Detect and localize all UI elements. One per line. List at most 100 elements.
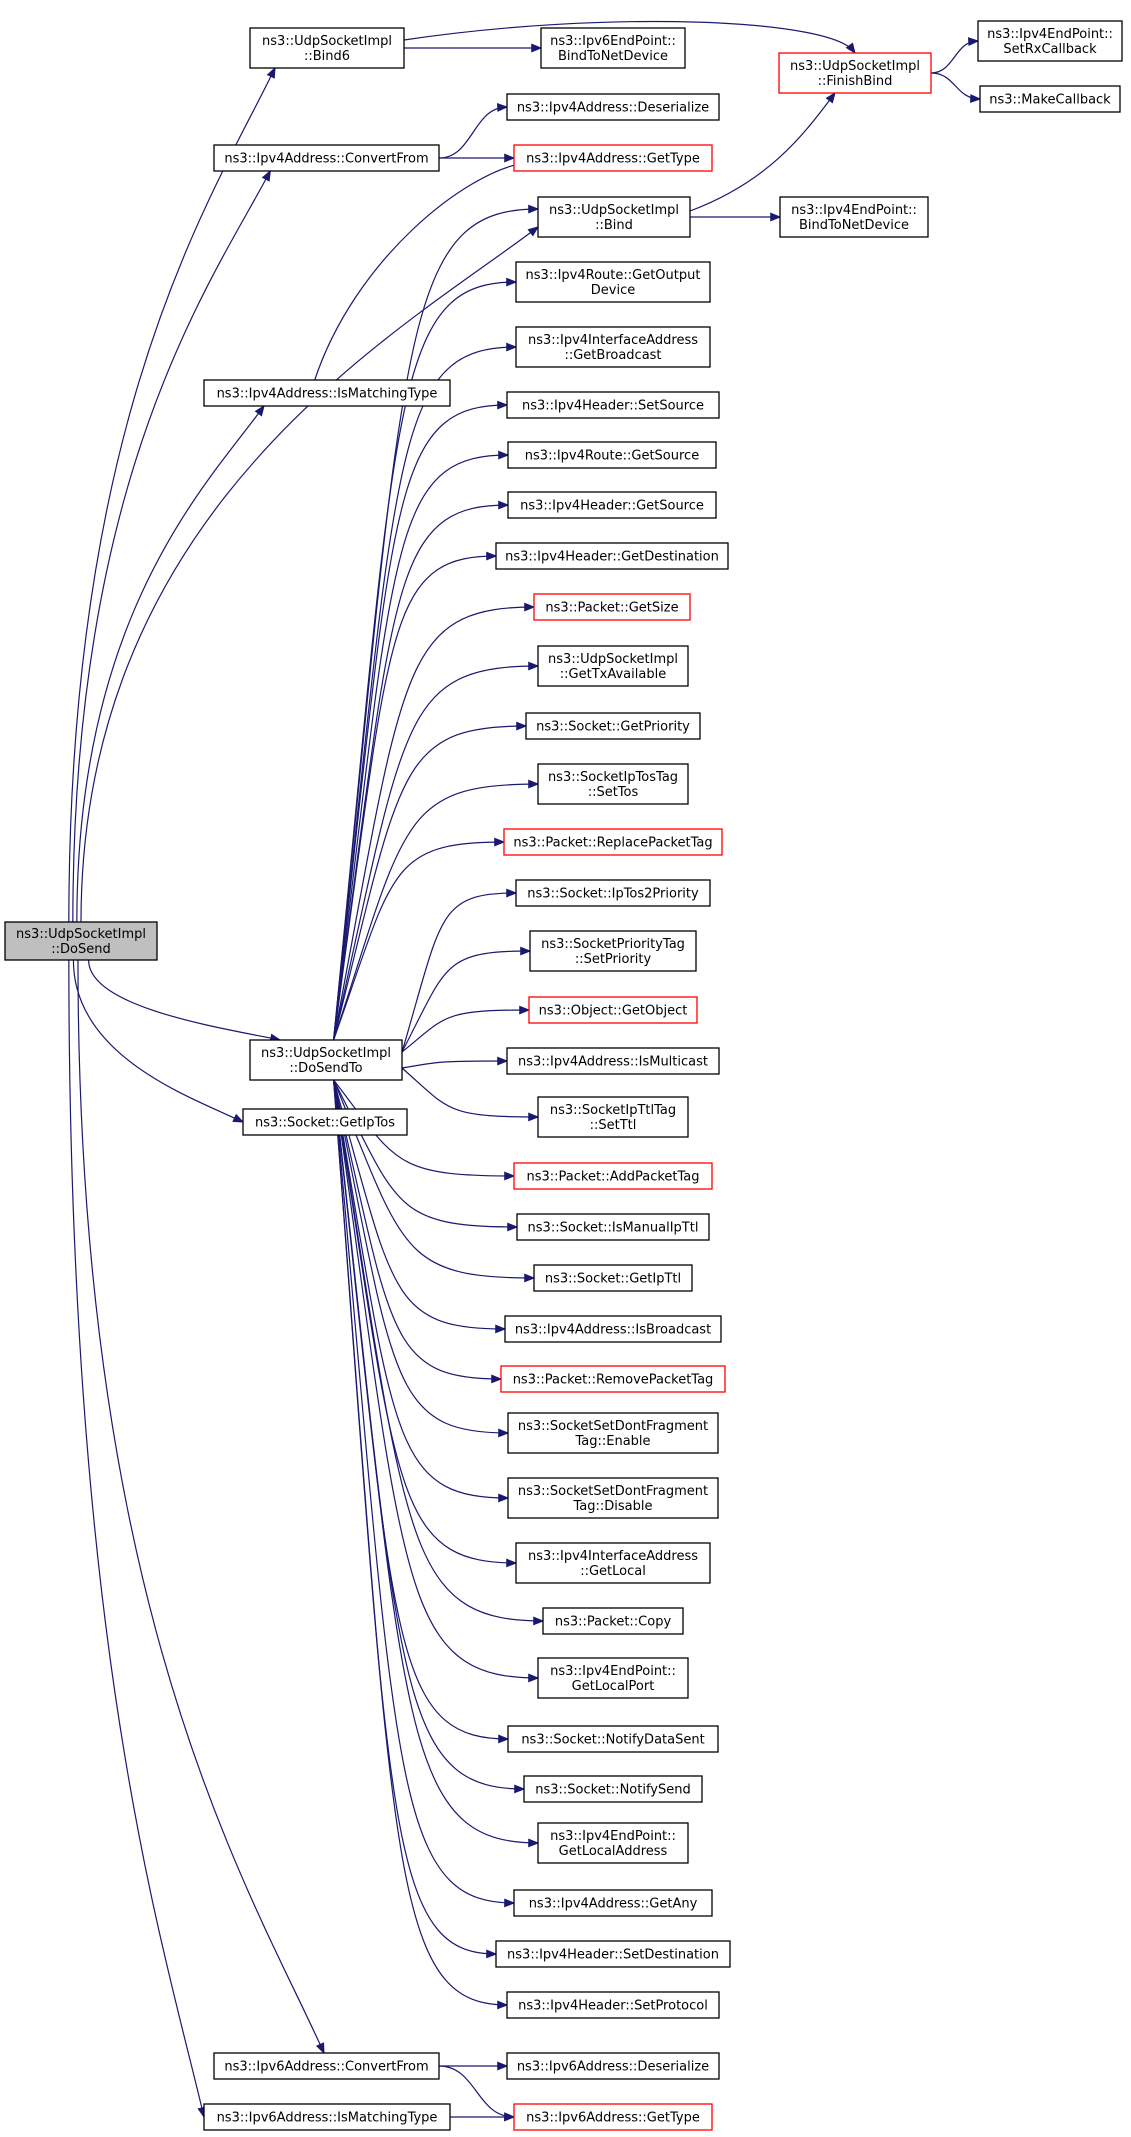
node-ismulticast[interactable]: ns3::Ipv4Address::IsMulticast — [506, 1047, 720, 1075]
arrowhead — [495, 1324, 507, 1334]
arrowhead — [506, 277, 518, 287]
node-setttl[interactable]: ns3::SocketIpTtlTag::SetTtl — [537, 1096, 689, 1138]
node-box — [525, 712, 701, 740]
node-label: ::GetBroadcast — [564, 348, 661, 363]
arrowhead — [498, 500, 510, 510]
edge-dosend-to-ipv6-convertfrom — [77, 959, 325, 2054]
node-ipv6ep-bind[interactable]: ns3::Ipv6EndPoint::BindToNetDevice — [540, 27, 686, 69]
node-removetag[interactable]: ns3::Packet::RemovePacketTag — [500, 1365, 726, 1393]
node-label: ::DoSend — [51, 942, 110, 957]
node-label: Tag::Enable — [574, 1434, 650, 1449]
node-iptos2prio[interactable]: ns3::Socket::IpTos2Priority — [515, 879, 711, 907]
node-box — [533, 1264, 693, 1292]
node-ipv4ep-bind[interactable]: ns3::Ipv4EndPoint::BindToNetDevice — [779, 196, 929, 238]
node-box — [506, 1991, 720, 2019]
node-hdr-setproto[interactable]: ns3::Ipv4Header::SetProtocol — [506, 1991, 720, 2019]
node-getiptos[interactable]: ns3::Socket::GetIpTos — [242, 1108, 408, 1136]
node-label: ns3::Ipv4EndPoint:: — [791, 203, 917, 218]
node-getobject[interactable]: ns3::Object::GetObject — [528, 996, 698, 1024]
arrowhead — [970, 94, 982, 103]
node-ipv6-convertfrom[interactable]: ns3::Ipv6Address::ConvertFrom — [213, 2052, 440, 2080]
edge-dosendto-to-getbroadcast — [333, 346, 517, 1041]
node-notifysend[interactable]: ns3::Socket::NotifySend — [523, 1775, 703, 1803]
node-box — [507, 1412, 719, 1454]
node-ipv4-ismatching[interactable]: ns3::Ipv4Address::IsMatchingType — [203, 379, 451, 407]
node-route-getsource[interactable]: ns3::Ipv4Route::GetSource — [507, 441, 717, 469]
node-box — [515, 261, 711, 303]
node-label: ::SetPriority — [575, 952, 652, 967]
node-hdr-getdest[interactable]: ns3::Ipv4Header::GetDestination — [495, 542, 729, 570]
node-label: ns3::Ipv4InterfaceAddress — [528, 1549, 698, 1564]
node-ipv6-deserialize[interactable]: ns3::Ipv6Address::Deserialize — [506, 2052, 720, 2080]
node-addtag[interactable]: ns3::Packet::AddPacketTag — [513, 1162, 713, 1190]
node-notifydatasent[interactable]: ns3::Socket::NotifyDataSent — [507, 1725, 719, 1753]
arrowhead — [845, 42, 856, 55]
edge-dosendto-to-replacetag — [333, 841, 505, 1041]
edge-dosend-to-ipv6-ismatching — [68, 959, 205, 2118]
node-makecallback[interactable]: ns3::MakeCallback — [979, 85, 1121, 113]
node-label: ns3::Socket::IpTos2Priority — [527, 887, 699, 902]
node-getlocalport[interactable]: ns3::Ipv4EndPoint::GetLocalPort — [537, 1657, 689, 1699]
edge-ipv4-ismatching-to-ipv4-gettype — [314, 162, 525, 381]
node-getany[interactable]: ns3::Ipv4Address::GetAny — [513, 1889, 713, 1917]
node-dosendto[interactable]: ns3::UdpSocketImpl::DoSendTo — [249, 1039, 403, 1081]
node-isbroadcast[interactable]: ns3::Ipv4Address::IsBroadcast — [504, 1315, 722, 1343]
node-bind6[interactable]: ns3::UdpSocketImpl::Bind6 — [249, 27, 405, 69]
node-ipv6-gettype[interactable]: ns3::Ipv6Address::GetType — [513, 2103, 713, 2131]
edge-dosendto-to-hdr-setsource — [333, 404, 508, 1041]
node-pkt-copy[interactable]: ns3::Packet::Copy — [542, 1607, 684, 1635]
node-box — [203, 379, 451, 407]
node-getipttl[interactable]: ns3::Socket::GetIpTtl — [533, 1264, 693, 1292]
node-ipv4-convertfrom[interactable]: ns3::Ipv4Address::ConvertFrom — [213, 144, 440, 172]
arrowhead — [506, 1558, 518, 1568]
edge-dosendto-to-route-getsource — [333, 454, 509, 1041]
node-label: ns3::Ipv4EndPoint:: — [550, 1829, 676, 1844]
node-replacetag[interactable]: ns3::Packet::ReplacePacketTag — [503, 828, 723, 856]
node-label: ns3::Ipv4Header::SetProtocol — [518, 1999, 708, 2014]
node-finishbind[interactable]: ns3::UdpSocketImpl::FinishBind — [778, 52, 932, 94]
edge-dosendto-to-getpriority — [333, 725, 527, 1041]
node-label: Tag::Disable — [573, 1499, 653, 1514]
arrowhead — [254, 404, 265, 417]
node-box — [529, 930, 697, 972]
arrowhead — [232, 1113, 245, 1123]
node-ipv4-gettype[interactable]: ns3::Ipv4Address::GetType — [513, 144, 713, 172]
edge-dosendto-to-iptos2prio — [401, 892, 517, 1053]
node-box — [503, 828, 723, 856]
node-box — [495, 1940, 731, 1968]
node-bind[interactable]: ns3::UdpSocketImpl::Bind — [537, 196, 691, 238]
edge-dosendto-to-getany — [333, 1079, 515, 1904]
node-ipv4ep-setrx[interactable]: ns3::Ipv4EndPoint::SetRxCallback — [977, 20, 1123, 62]
node-label: GetLocalAddress — [559, 1844, 668, 1859]
arrowhead — [531, 43, 543, 53]
node-hdr-getsource[interactable]: ns3::Ipv4Header::GetSource — [507, 491, 717, 519]
node-getlocal[interactable]: ns3::Ipv4InterfaceAddress::GetLocal — [515, 1542, 711, 1584]
edge-dosendto-to-hdr-getsource — [333, 504, 509, 1041]
node-label: ns3::Ipv6Address::ConvertFrom — [224, 2060, 428, 2075]
arrowhead — [519, 1005, 531, 1015]
node-ipv6-ismatching[interactable]: ns3::Ipv6Address::IsMatchingType — [203, 2103, 451, 2131]
arrowhead — [266, 66, 276, 79]
node-getpriority[interactable]: ns3::Socket::GetPriority — [525, 712, 701, 740]
node-gettxavailable[interactable]: ns3::UdpSocketImpl::GetTxAvailable — [537, 645, 689, 687]
node-box — [528, 996, 698, 1024]
edge-dosendto-to-gettxavailable — [333, 665, 539, 1041]
node-dosend[interactable]: ns3::UdpSocketImpl::DoSend — [4, 921, 158, 961]
edge-dosend-to-bind6 — [68, 67, 276, 923]
node-hdr-setdest[interactable]: ns3::Ipv4Header::SetDestination — [495, 1940, 731, 1968]
node-pkt-getsize[interactable]: ns3::Packet::GetSize — [533, 593, 691, 621]
node-getlocaladdress[interactable]: ns3::Ipv4EndPoint::GetLocalAddress — [537, 1822, 689, 1864]
edge-dosendto-to-getlocaladdress — [333, 1079, 539, 1844]
node-settos[interactable]: ns3::SocketIpTosTag::SetTos — [537, 763, 689, 805]
edge-dosend-to-dosendto — [88, 959, 281, 1041]
edge-layer — [68, 20, 982, 2122]
node-ismanualttl[interactable]: ns3::Socket::IsManualIpTtl — [516, 1213, 710, 1241]
edge-dosend-to-ipv4-convertfrom — [72, 170, 271, 923]
node-setpriority[interactable]: ns3::SocketPriorityTag::SetPriority — [529, 930, 697, 972]
node-ipv4-deserialize[interactable]: ns3::Ipv4Address::Deserialize — [506, 93, 720, 121]
node-hdr-setsource[interactable]: ns3::Ipv4Header::SetSource — [506, 391, 720, 419]
node-getbroadcast[interactable]: ns3::Ipv4InterfaceAddress::GetBroadcast — [515, 326, 711, 368]
